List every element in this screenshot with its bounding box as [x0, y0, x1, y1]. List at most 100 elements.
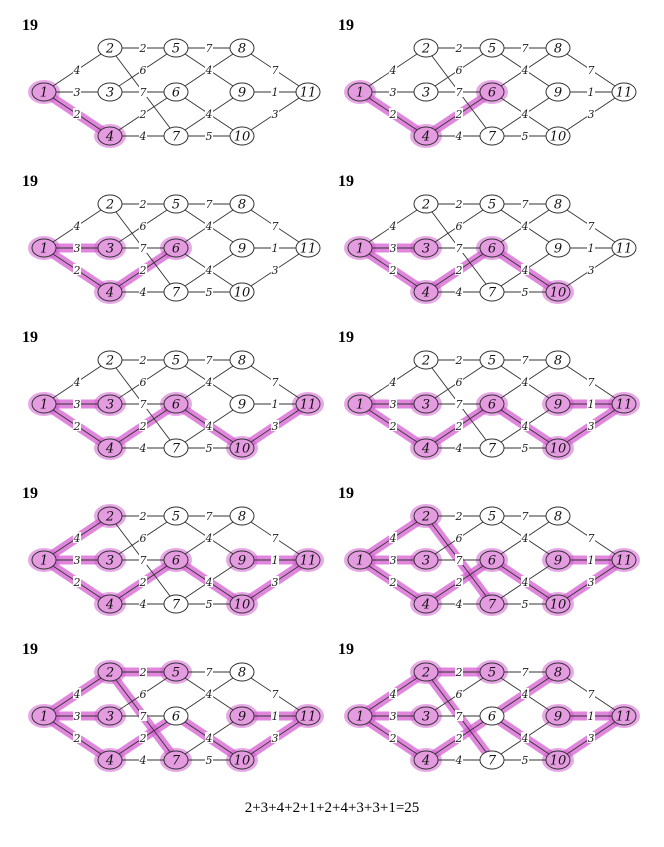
node-label: 5	[488, 354, 496, 369]
edge-weight: 7	[522, 666, 529, 679]
weight-backdrop	[521, 666, 529, 677]
graph-node	[479, 438, 505, 458]
edge-weight: 7	[140, 554, 147, 567]
node-label: 10	[550, 754, 567, 769]
node-label: 11	[300, 554, 317, 569]
edge-weight: 7	[588, 220, 595, 233]
panel-label: 19	[22, 329, 38, 346]
weight-backdrop	[455, 220, 463, 231]
graph-node	[97, 282, 123, 302]
edge-weight: 7	[206, 354, 213, 367]
edge-weight: 7	[272, 376, 279, 389]
weight-backdrop	[455, 198, 463, 209]
graph-node	[545, 82, 571, 102]
weight-backdrop	[139, 108, 147, 119]
edge-weight: 4	[205, 376, 213, 389]
node-label: 10	[550, 598, 567, 613]
weight-backdrop	[205, 532, 213, 543]
edge-weight: 4	[521, 420, 529, 433]
edge-weight: 4	[205, 220, 213, 233]
edge-weight: 2	[139, 732, 147, 745]
node-label: 1	[40, 242, 48, 257]
weight-backdrop	[205, 442, 213, 453]
graph-node	[413, 194, 439, 214]
weight-backdrop	[521, 220, 529, 231]
weight-backdrop	[455, 732, 463, 743]
node-label: 2	[421, 42, 430, 57]
node-label: 2	[105, 510, 114, 525]
edge-weight: 6	[456, 220, 463, 233]
node-label: 9	[554, 86, 562, 101]
panel-label: 19	[338, 17, 354, 34]
weight-backdrop	[205, 286, 213, 297]
graph-node	[97, 594, 123, 614]
panel-label: 19	[338, 329, 354, 346]
node-label: 5	[488, 666, 496, 681]
weight-backdrop	[139, 220, 147, 231]
graph-node	[97, 350, 123, 370]
node-label: 1	[40, 554, 48, 569]
weight-backdrop	[139, 42, 147, 53]
edge-weight: 4	[73, 688, 81, 701]
graph-node	[163, 506, 189, 526]
graph-node	[479, 38, 505, 58]
weight-backdrop	[73, 576, 81, 587]
edge-weight: 6	[140, 532, 147, 545]
node-label: 3	[422, 554, 430, 569]
edge-weight: 5	[522, 442, 529, 455]
node-label: 8	[238, 198, 246, 213]
weight-backdrop	[521, 510, 529, 521]
edge-layer: 432216724754345713	[43, 510, 309, 611]
weight-backdrop	[139, 242, 147, 253]
edge-weight: 4	[521, 376, 529, 389]
edge-weight: 7	[272, 220, 279, 233]
weight-backdrop	[455, 420, 463, 431]
edge-weight: 4	[205, 688, 213, 701]
graph-node	[163, 350, 189, 370]
weight-backdrop	[455, 242, 463, 253]
edge-weight: 2	[73, 108, 81, 121]
edge-weight: 7	[456, 398, 463, 411]
edge-weight: 7	[522, 198, 529, 211]
weight-backdrop	[587, 554, 595, 565]
edge-weight: 3	[272, 732, 279, 745]
edge-weight: 7	[588, 688, 595, 701]
graph-node	[413, 750, 439, 770]
edge-weight: 7	[140, 86, 147, 99]
weight-backdrop	[587, 420, 595, 431]
edge-weight: 4	[139, 286, 147, 299]
graph-node	[611, 394, 637, 414]
node-label: 10	[234, 442, 251, 457]
weight-backdrop	[455, 688, 463, 699]
weight-backdrop	[271, 220, 279, 231]
graph-node	[31, 238, 57, 258]
edge-weight: 4	[205, 532, 213, 545]
graph-node	[163, 594, 189, 614]
edge-weight: 1	[588, 242, 595, 255]
weight-backdrop	[521, 286, 529, 297]
node-label: 10	[550, 130, 567, 145]
edge-weight: 5	[522, 130, 529, 143]
weight-backdrop	[521, 532, 529, 543]
weight-backdrop	[205, 264, 213, 275]
edge-weight: 2	[139, 510, 147, 523]
graph-node	[413, 706, 439, 726]
graph-node	[545, 506, 571, 526]
panel-label: 19	[22, 173, 38, 190]
weight-backdrop	[521, 598, 529, 609]
node-label: 2	[421, 510, 430, 525]
weight-backdrop	[205, 598, 213, 609]
node-label: 8	[238, 666, 246, 681]
edge-weight: 6	[140, 688, 147, 701]
node-label: 7	[172, 442, 181, 457]
graph-node	[295, 238, 321, 258]
weight-backdrop	[455, 398, 463, 409]
edge-weight: 7	[140, 398, 147, 411]
edge-weight: 2	[139, 354, 147, 367]
node-label: 10	[550, 442, 567, 457]
edge-weight: 7	[456, 554, 463, 567]
node-label: 5	[172, 666, 180, 681]
node-label: 8	[554, 354, 562, 369]
